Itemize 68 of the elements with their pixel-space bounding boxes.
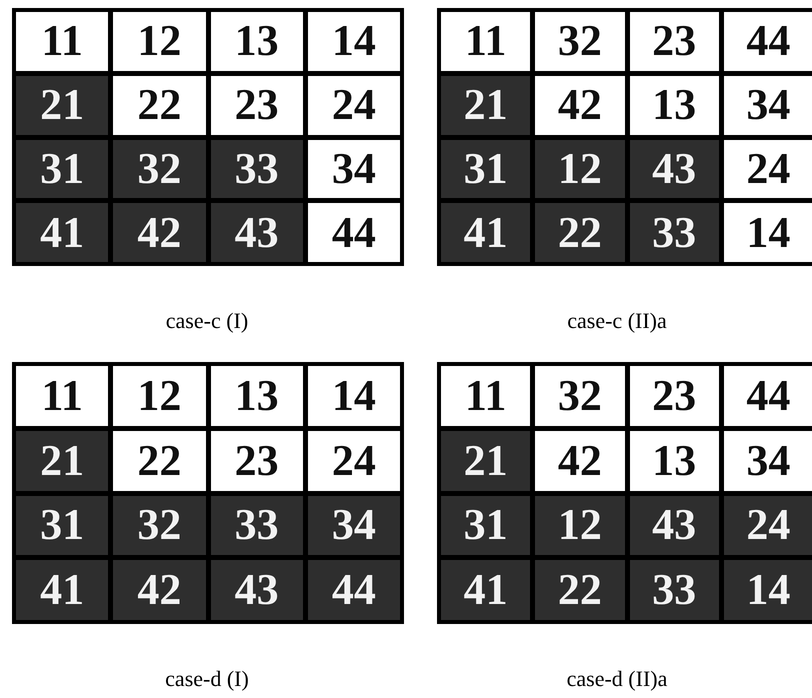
table-cell: 12 xyxy=(113,12,206,71)
caption: case-d (II)a xyxy=(566,666,668,692)
table-cell: 32 xyxy=(113,140,206,198)
table-cell: 24 xyxy=(724,140,812,198)
table-cell: 14 xyxy=(308,12,400,71)
table-cell: 12 xyxy=(535,140,624,198)
table-cell: 22 xyxy=(535,560,624,620)
table-cell: 11 xyxy=(16,366,108,426)
table-cell: 23 xyxy=(630,12,719,71)
table-cell: 34 xyxy=(308,140,400,198)
table-cell: 32 xyxy=(535,12,624,71)
table-cell: 11 xyxy=(16,12,108,71)
table-cell: 21 xyxy=(441,76,530,134)
table-cell: 34 xyxy=(308,496,400,556)
table-cell: 31 xyxy=(16,140,108,198)
table-cell: 43 xyxy=(630,140,719,198)
table-cell: 23 xyxy=(630,366,719,426)
table-cell: 32 xyxy=(535,366,624,426)
table-cell: 13 xyxy=(210,12,303,71)
table-cell: 44 xyxy=(724,366,812,426)
table-cell: 34 xyxy=(724,76,812,134)
table-cell: 42 xyxy=(113,560,206,620)
caption: case-c (II)a xyxy=(567,308,667,334)
table-cell: 42 xyxy=(113,203,206,262)
table-cell: 41 xyxy=(441,203,530,262)
table-cell: 43 xyxy=(210,560,303,620)
table-cell: 24 xyxy=(308,76,400,134)
table-cell: 23 xyxy=(210,430,303,490)
table-cell: 13 xyxy=(210,366,303,426)
table-cell: 33 xyxy=(630,203,719,262)
table-cell: 41 xyxy=(16,203,108,262)
table-cell: 22 xyxy=(535,203,624,262)
table-cell: 43 xyxy=(630,496,719,556)
table-cell: 22 xyxy=(113,76,206,134)
table-cell: 21 xyxy=(16,430,108,490)
table-cell: 14 xyxy=(724,560,812,620)
table-cell: 13 xyxy=(630,76,719,134)
table-cell: 32 xyxy=(113,496,206,556)
table-cell: 11 xyxy=(441,366,530,426)
table-cell: 11 xyxy=(441,12,530,71)
table-cell: 14 xyxy=(308,366,400,426)
table-cell: 42 xyxy=(535,430,624,490)
caption: case-c (I) xyxy=(166,308,248,334)
table-cell: 34 xyxy=(724,430,812,490)
table-cell: 31 xyxy=(441,140,530,198)
table-cell: 12 xyxy=(535,496,624,556)
table-cell: 43 xyxy=(210,203,303,262)
table-cell: 44 xyxy=(724,12,812,71)
table-cell: 22 xyxy=(113,430,206,490)
table-cell: 13 xyxy=(630,430,719,490)
caption: case-d (I) xyxy=(165,666,249,692)
table-cell: 24 xyxy=(724,496,812,556)
table-cell: 44 xyxy=(308,203,400,262)
table-cell: 14 xyxy=(724,203,812,262)
table-cell: 21 xyxy=(16,76,108,134)
table-cell: 33 xyxy=(210,140,303,198)
table-cell: 31 xyxy=(441,496,530,556)
table-cell: 41 xyxy=(16,560,108,620)
table-cell: 12 xyxy=(113,366,206,426)
table-cell: 23 xyxy=(210,76,303,134)
table-cell: 31 xyxy=(16,496,108,556)
table-cell: 33 xyxy=(630,560,719,620)
table-cell: 24 xyxy=(308,430,400,490)
table-cell: 42 xyxy=(535,76,624,134)
table-cell: 41 xyxy=(441,560,530,620)
table-cell: 44 xyxy=(308,560,400,620)
table-cell: 21 xyxy=(441,430,530,490)
table-cell: 33 xyxy=(210,496,303,556)
